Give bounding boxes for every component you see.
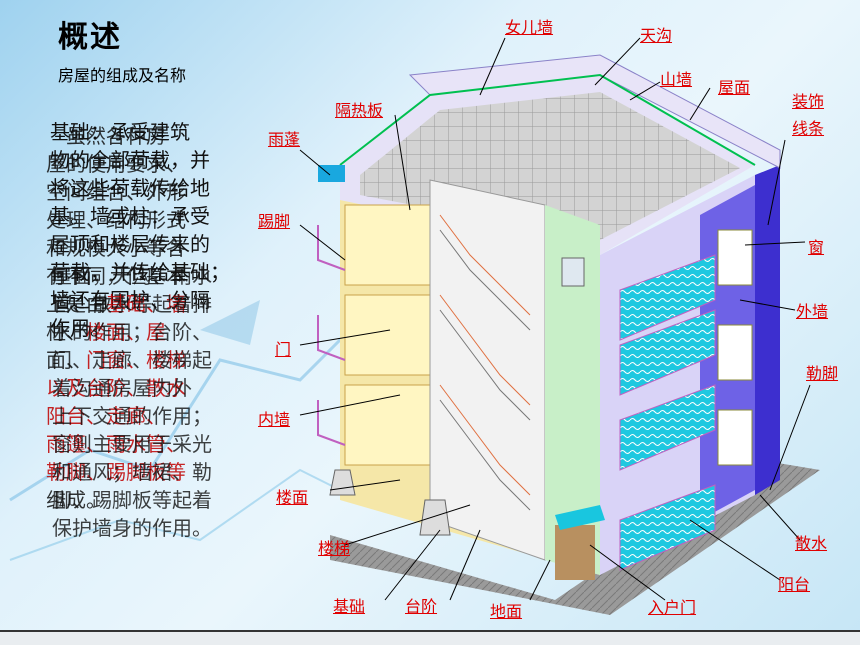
paragraph-layer-1: 基础：承受建筑 物的全部荷载，并 将这些荷载传给地 基。墙或柱：承受 屋顶和楼层… [50, 118, 238, 342]
para-line: 物的全部荷载，并 [50, 148, 210, 172]
keyword: 散水 [146, 376, 186, 400]
label-window: 窗 [808, 238, 825, 257]
label-entrance-door: 入户门 [648, 598, 697, 617]
label-balcony: 阳台 [778, 575, 811, 594]
slide-bottom-bar [0, 630, 860, 645]
page-title: 概述 [58, 20, 122, 55]
para-line: 和规模大小等各 [46, 236, 186, 260]
room [344, 384, 446, 466]
label-exterior-wall: 外墙 [796, 302, 829, 321]
para-line: 上是由基础、墙 [46, 290, 234, 318]
leader-lines [299, 37, 811, 601]
stair-railings [439, 214, 531, 496]
para-line: 勒脚、踢脚板等 [46, 458, 234, 486]
label-interior-wall: 内墙 [258, 410, 291, 429]
rain-canopy [318, 165, 345, 182]
para-line: 柱、楼面、屋 [46, 318, 234, 346]
para-line: 门、走廊、楼梯起 [52, 348, 212, 372]
para-line: 着沟通房屋内外 [52, 376, 192, 400]
para-line: 屋的使用要求、 [46, 152, 186, 176]
keyword: 雨篷、 [46, 432, 106, 456]
label-apron: 散水 [795, 534, 828, 553]
para-line: 窗则主要用于采光 [52, 432, 212, 456]
para-line: 和通风；墙裙、勒 [52, 460, 212, 484]
para-line: 墙还有围护、分隔 [50, 288, 210, 312]
para-line: 水的作用；台阶、 [52, 320, 212, 344]
para-line: 空间组合、外形 [46, 180, 186, 204]
label-gutter: 天沟 [640, 26, 673, 45]
label-stairs: 楼梯 [318, 539, 351, 558]
keyword: 楼面、屋 [86, 320, 166, 344]
windows [717, 229, 753, 466]
paragraph-layer-3: 屋面，天沟、雨水 管、散水等起着排 水的作用；台阶、 门、走廊、楼梯起 着沟通房… [52, 262, 240, 542]
para-line: 脚、踢脚板等起着 [52, 488, 212, 512]
para-line: 管、散水等起着排 [52, 292, 212, 316]
stair-window [561, 257, 585, 287]
para-line: 荷载，并传给基础； [50, 260, 230, 284]
label-ground-floor: 地面 [490, 602, 523, 621]
para-line: 虽然各种房 [46, 124, 166, 148]
keyword: 雨水管、 [106, 432, 186, 456]
para-line: 基。墙或柱：承受 [50, 204, 210, 228]
para-line: 保护墙身的作用。 [52, 516, 212, 540]
entrance-door [555, 525, 595, 580]
room [344, 204, 446, 286]
keyword: 阳台、 [46, 404, 106, 428]
para-line: 以及台阶、散水 [46, 374, 234, 402]
keyword: 走廊、 [106, 404, 166, 428]
stair-side-wall [545, 205, 600, 575]
para-text: 面、 [46, 348, 86, 372]
para-line: 基础：承受建筑 [50, 120, 190, 144]
para-line: 组成。 [46, 488, 106, 512]
para-line: 作用。 [50, 316, 110, 340]
stair-flights [439, 229, 531, 511]
keyword: 基础、墙 [106, 292, 186, 316]
para-line: 雨篷、雨水管、 [46, 430, 234, 458]
para-line: 有不同，但基本 [46, 264, 186, 288]
right-balconies [619, 254, 716, 571]
label-foundation: 基础 [333, 597, 366, 616]
stairwell [429, 179, 546, 561]
corner-decor-strip [755, 165, 780, 495]
keyword: 以及台阶、 [46, 376, 146, 400]
para-line: 处理、结构形式 [46, 208, 186, 232]
label-skirting: 踢脚 [258, 212, 291, 231]
label-decor-line-2: 线条 [792, 119, 825, 138]
label-gable-wall: 山墙 [660, 70, 693, 89]
keyword: 门窗、楼梯 [86, 348, 186, 372]
para-line: 屋面，天沟、雨水 [52, 264, 212, 288]
para-line: 屋顶和楼层传来的 [50, 232, 210, 256]
label-insulation-board: 隔热板 [335, 101, 384, 120]
para-line: 阳台、走廊、 [46, 402, 234, 430]
label-door: 门 [275, 340, 292, 359]
label-parapet: 女儿墙 [505, 18, 554, 37]
keyword: 踢脚板等 [106, 460, 186, 484]
label-decor-line-1: 装饰 [792, 92, 825, 111]
para-line: 上下交通的作用； [52, 404, 212, 428]
label-roof: 屋面 [718, 78, 751, 97]
label-floor-slab: 楼面 [276, 488, 309, 507]
label-plinth: 勒脚 [806, 364, 839, 383]
para-text: 上是由 [46, 292, 106, 316]
foundation [329, 469, 356, 496]
paragraph-layer-2: 虽然各种房 屋的使用要求、 空间组合、外形 处理、结构形式 和规模大小等各 有不… [46, 122, 234, 514]
para-line: 将这些荷载传给地 [50, 176, 210, 200]
foundation [419, 499, 451, 536]
label-steps: 台阶 [405, 597, 438, 616]
ground-apron [330, 460, 820, 615]
keyword: 勒脚、 [46, 460, 106, 484]
para-line: 面、门窗、楼梯 [46, 346, 234, 374]
label-canopy: 雨蓬 [268, 130, 301, 149]
para-text: 柱、 [46, 320, 86, 344]
roof-edge [339, 73, 756, 166]
page-subtitle: 房屋的组成及名称 [58, 66, 187, 85]
entrance-canopy [555, 505, 605, 530]
